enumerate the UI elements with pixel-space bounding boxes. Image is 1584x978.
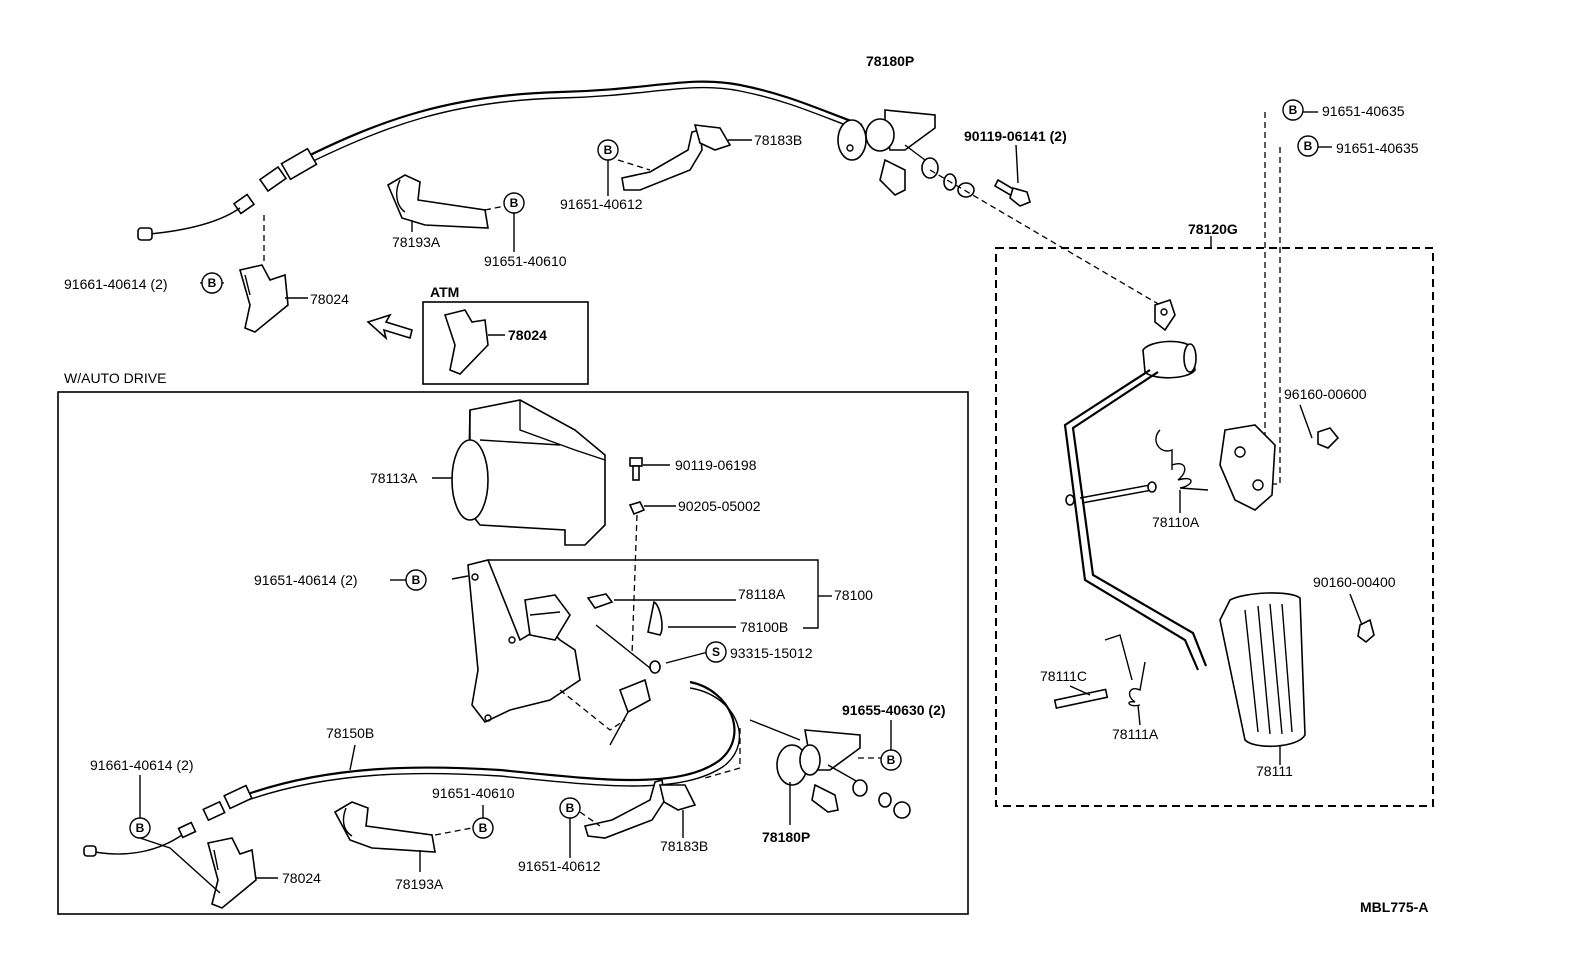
svg-text:B: B: [604, 143, 613, 157]
bracket-78193A-top: [386, 174, 515, 252]
pedal-assembly-box: [995, 236, 1434, 807]
label-78120G: 78120G: [1188, 221, 1238, 237]
bracket-78100: [451, 559, 832, 731]
svg-text:S: S: [712, 645, 720, 659]
label-91651-40635-b: 91651-40635: [1336, 140, 1419, 156]
svg-text:B: B: [566, 801, 575, 815]
label-90160-00400: 90160-00400: [1313, 574, 1396, 590]
marker-b-91651-40635-b: B: [1297, 135, 1319, 157]
marker-b-91651-40610-bottom: B: [472, 817, 494, 839]
bracket-78180P-top: [837, 109, 975, 198]
label-90119-06198: 90119-06198: [675, 457, 757, 473]
label-93315-15012: 93315-15012: [730, 645, 813, 661]
part-labels: 78180P 90119-06141 (2) 78183B 91651-4061…: [64, 53, 1428, 915]
leader-lines: [390, 160, 1363, 626]
marker-b-91661-40614-bottom: B: [129, 817, 151, 839]
spring-78110A: [1155, 429, 1209, 491]
svg-text:B: B: [208, 276, 217, 290]
label-78183B-bottom: 78183B: [660, 838, 708, 854]
label-91651-40612-top: 91651-40612: [560, 196, 643, 212]
label-78110A: 78110A: [1152, 514, 1200, 530]
marker-b-91651-40612-bottom: B: [559, 797, 601, 827]
top-accelerator-cable: [137, 80, 863, 241]
svg-text:B: B: [1289, 103, 1298, 117]
label-91651-40612-bottom: 91651-40612: [518, 858, 601, 874]
bracket-78183B-top: [617, 124, 752, 191]
label-90205-05002: 90205-05002: [678, 498, 761, 514]
svg-text:B: B: [479, 821, 488, 835]
label-atm: ATM: [430, 284, 459, 300]
svg-text:B: B: [136, 821, 145, 835]
label-78111C: 78111C: [1040, 668, 1087, 684]
marker-b-91651-40635-a: B: [1282, 99, 1304, 121]
spring-78111A: [1104, 634, 1146, 726]
auto-drive-box: [57, 391, 969, 915]
bolt-90119-06198: [628, 457, 676, 656]
label-91661-40614-bottom: 91661-40614 (2): [90, 757, 194, 773]
label-91651-40610-bottom: 91651-40610: [432, 785, 515, 801]
label-78183B-top: 78183B: [754, 132, 802, 148]
marker-b-top-91661-40614: B: [201, 272, 223, 294]
svg-text:B: B: [1304, 139, 1313, 153]
pedal-bracket-plate: [1219, 424, 1375, 644]
pedal-pad-78111: [1219, 592, 1306, 765]
label-90119-06141: 90119-06141 (2): [964, 128, 1067, 144]
label-78193A-bottom: 78193A: [395, 876, 444, 892]
label-96160-00600: 96160-00600: [1284, 386, 1367, 402]
pedal-arm-78120G: [1063, 298, 1208, 671]
pin-78111C: [1053, 685, 1109, 710]
label-91651-40610-top: 91651-40610: [484, 253, 567, 269]
marker-b-91655-40630: B: [858, 720, 902, 771]
label-78024-atm: 78024: [508, 327, 547, 343]
label-78100: 78100: [834, 587, 873, 603]
label-78111: 78111: [1256, 763, 1293, 779]
marker-b-top-91651-40612: B: [597, 139, 619, 161]
svg-text:B: B: [510, 196, 519, 210]
svg-text:B: B: [887, 753, 896, 767]
label-78193A-top: 78193A: [392, 234, 441, 250]
label-91661-40614-top: 91661-40614 (2): [64, 276, 168, 292]
label-reference-code: MBL775-A: [1360, 899, 1428, 915]
marker-s-93315-15012: S: [705, 641, 727, 663]
cable-78150B: [83, 678, 741, 857]
label-91651-40635-a: 91651-40635: [1322, 103, 1405, 119]
atm-box: [366, 301, 589, 385]
label-78150B: 78150B: [326, 725, 374, 741]
marker-b-91651-40614: B: [405, 569, 427, 591]
bracket-78183B-bottom: [569, 778, 697, 858]
actuator-78113A: [432, 399, 606, 546]
label-78180P-top: 78180P: [866, 53, 914, 69]
label-78024-top: 78024: [310, 291, 349, 307]
label-78118A: 78118A: [738, 586, 786, 602]
label-78180P-bottom: 78180P: [762, 829, 810, 845]
label-78111A: 78111A: [1112, 726, 1159, 742]
bracket-78180P-bottom: [704, 719, 911, 825]
bolt-90119-06141: [993, 144, 1031, 207]
label-91655-40630: 91655-40630 (2): [842, 702, 946, 718]
label-78024-bottom: 78024: [282, 870, 321, 886]
fastener-routing-lines: [929, 111, 1332, 485]
marker-b-top-91651-40610: B: [503, 192, 525, 214]
bracket-78024-bottom: [139, 775, 278, 909]
label-w-auto-drive: W/AUTO DRIVE: [64, 370, 166, 386]
label-91651-40614: 91651-40614 (2): [254, 572, 358, 588]
bracket-78193A-bottom: [333, 801, 484, 872]
label-78113A: 78113A: [370, 470, 418, 486]
svg-text:B: B: [412, 573, 421, 587]
label-78100B: 78100B: [740, 619, 788, 635]
